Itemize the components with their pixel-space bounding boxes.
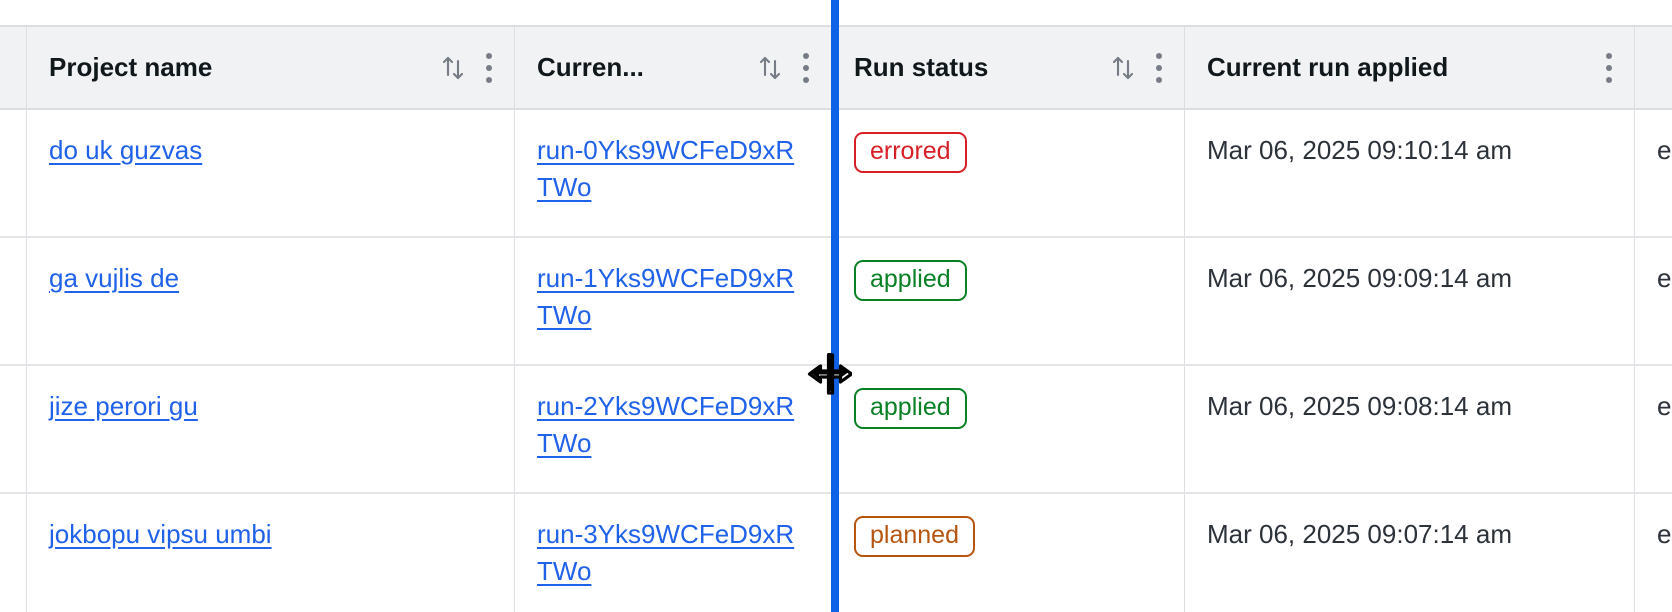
project-name-link[interactable]: jokbopu vipsu umbi	[49, 519, 272, 549]
column-resize-indicator[interactable]	[831, 0, 839, 612]
project-name-link[interactable]: do uk guzvas	[49, 135, 203, 165]
kebab-menu-icon[interactable]	[1156, 52, 1162, 83]
cell-project-name: do uk guzvas	[27, 110, 515, 236]
cell-current-run-applied: Mar 06, 2025 09:09:14 am	[1185, 238, 1635, 364]
column-header-actions	[1086, 52, 1162, 83]
cell-current-run: run-0Yks9WCFeD9xRTWo	[515, 110, 832, 236]
kebab-menu-icon[interactable]	[486, 52, 492, 83]
truncated-value: e	[1657, 263, 1672, 293]
column-header-actions	[733, 52, 809, 83]
status-badge: applied	[854, 388, 967, 429]
truncated-value: e	[1657, 519, 1672, 549]
row-gutter-cell	[0, 494, 27, 612]
column-header-gutter	[0, 27, 27, 108]
cell-current-run: run-1Yks9WCFeD9xRTWo	[515, 238, 832, 364]
run-id-link[interactable]: run-1Yks9WCFeD9xRTWo	[537, 263, 795, 330]
column-header-truncated[interactable]: V	[1635, 27, 1672, 108]
row-gutter-cell	[0, 366, 27, 492]
row-gutter-cell	[0, 110, 27, 236]
cell-truncated: e	[1635, 494, 1672, 612]
run-id-link[interactable]: run-3Yks9WCFeD9xRTWo	[537, 519, 795, 586]
cell-truncated: e	[1635, 110, 1672, 236]
cell-truncated: e	[1635, 238, 1672, 364]
project-name-link[interactable]: jize perori gu	[49, 391, 198, 421]
column-header-label: Current run applied	[1207, 52, 1449, 82]
cell-project-name: jokbopu vipsu umbi	[27, 494, 515, 612]
column-header-actions	[1582, 52, 1612, 83]
row-gutter-cell	[0, 238, 27, 364]
column-header-project-name[interactable]: Project name	[27, 27, 515, 108]
cell-current-run-applied: Mar 06, 2025 09:08:14 am	[1185, 366, 1635, 492]
applied-timestamp: Mar 06, 2025 09:10:14 am	[1207, 135, 1512, 165]
table-row: jokbopu vipsu umbi run-3Yks9WCFeD9xRTWo …	[0, 494, 1672, 612]
run-id-link[interactable]: run-0Yks9WCFeD9xRTWo	[537, 135, 795, 202]
column-header-label: Run status	[854, 52, 989, 82]
sort-icon[interactable]	[440, 53, 466, 83]
run-id-link[interactable]: run-2Yks9WCFeD9xRTWo	[537, 391, 795, 458]
cell-current-run-applied: Mar 06, 2025 09:07:14 am	[1185, 494, 1635, 612]
cell-truncated: e	[1635, 366, 1672, 492]
cell-project-name: jize perori gu	[27, 366, 515, 492]
column-header-run-status[interactable]: Run status	[832, 27, 1185, 108]
cell-current-run-applied: Mar 06, 2025 09:10:14 am	[1185, 110, 1635, 236]
column-header-current-run-applied[interactable]: Current run applied	[1185, 27, 1635, 108]
applied-timestamp: Mar 06, 2025 09:08:14 am	[1207, 391, 1512, 421]
cell-current-run: run-3Yks9WCFeD9xRTWo	[515, 494, 832, 612]
applied-timestamp: Mar 06, 2025 09:07:14 am	[1207, 519, 1512, 549]
project-name-link[interactable]: ga vujlis de	[49, 263, 180, 293]
status-badge: planned	[854, 516, 975, 557]
applied-timestamp: Mar 06, 2025 09:09:14 am	[1207, 263, 1512, 293]
column-header-actions	[416, 52, 492, 83]
status-badge: applied	[854, 260, 967, 301]
kebab-menu-icon[interactable]	[1606, 52, 1612, 83]
cell-run-status: errored	[832, 110, 1185, 236]
truncated-value: e	[1657, 391, 1672, 421]
cell-run-status: planned	[832, 494, 1185, 612]
truncated-value: e	[1657, 135, 1672, 165]
column-header-current-run[interactable]: Curren...	[515, 27, 832, 108]
cell-run-status: applied	[832, 366, 1185, 492]
cell-run-status: applied	[832, 238, 1185, 364]
column-header-label: Project name	[49, 52, 213, 82]
status-badge: errored	[854, 132, 967, 173]
sort-icon[interactable]	[757, 53, 783, 83]
kebab-menu-icon[interactable]	[803, 52, 809, 83]
cell-current-run: run-2Yks9WCFeD9xRTWo	[515, 366, 832, 492]
column-header-label: Curren...	[537, 52, 644, 82]
cell-project-name: ga vujlis de	[27, 238, 515, 364]
sort-icon[interactable]	[1110, 53, 1136, 83]
